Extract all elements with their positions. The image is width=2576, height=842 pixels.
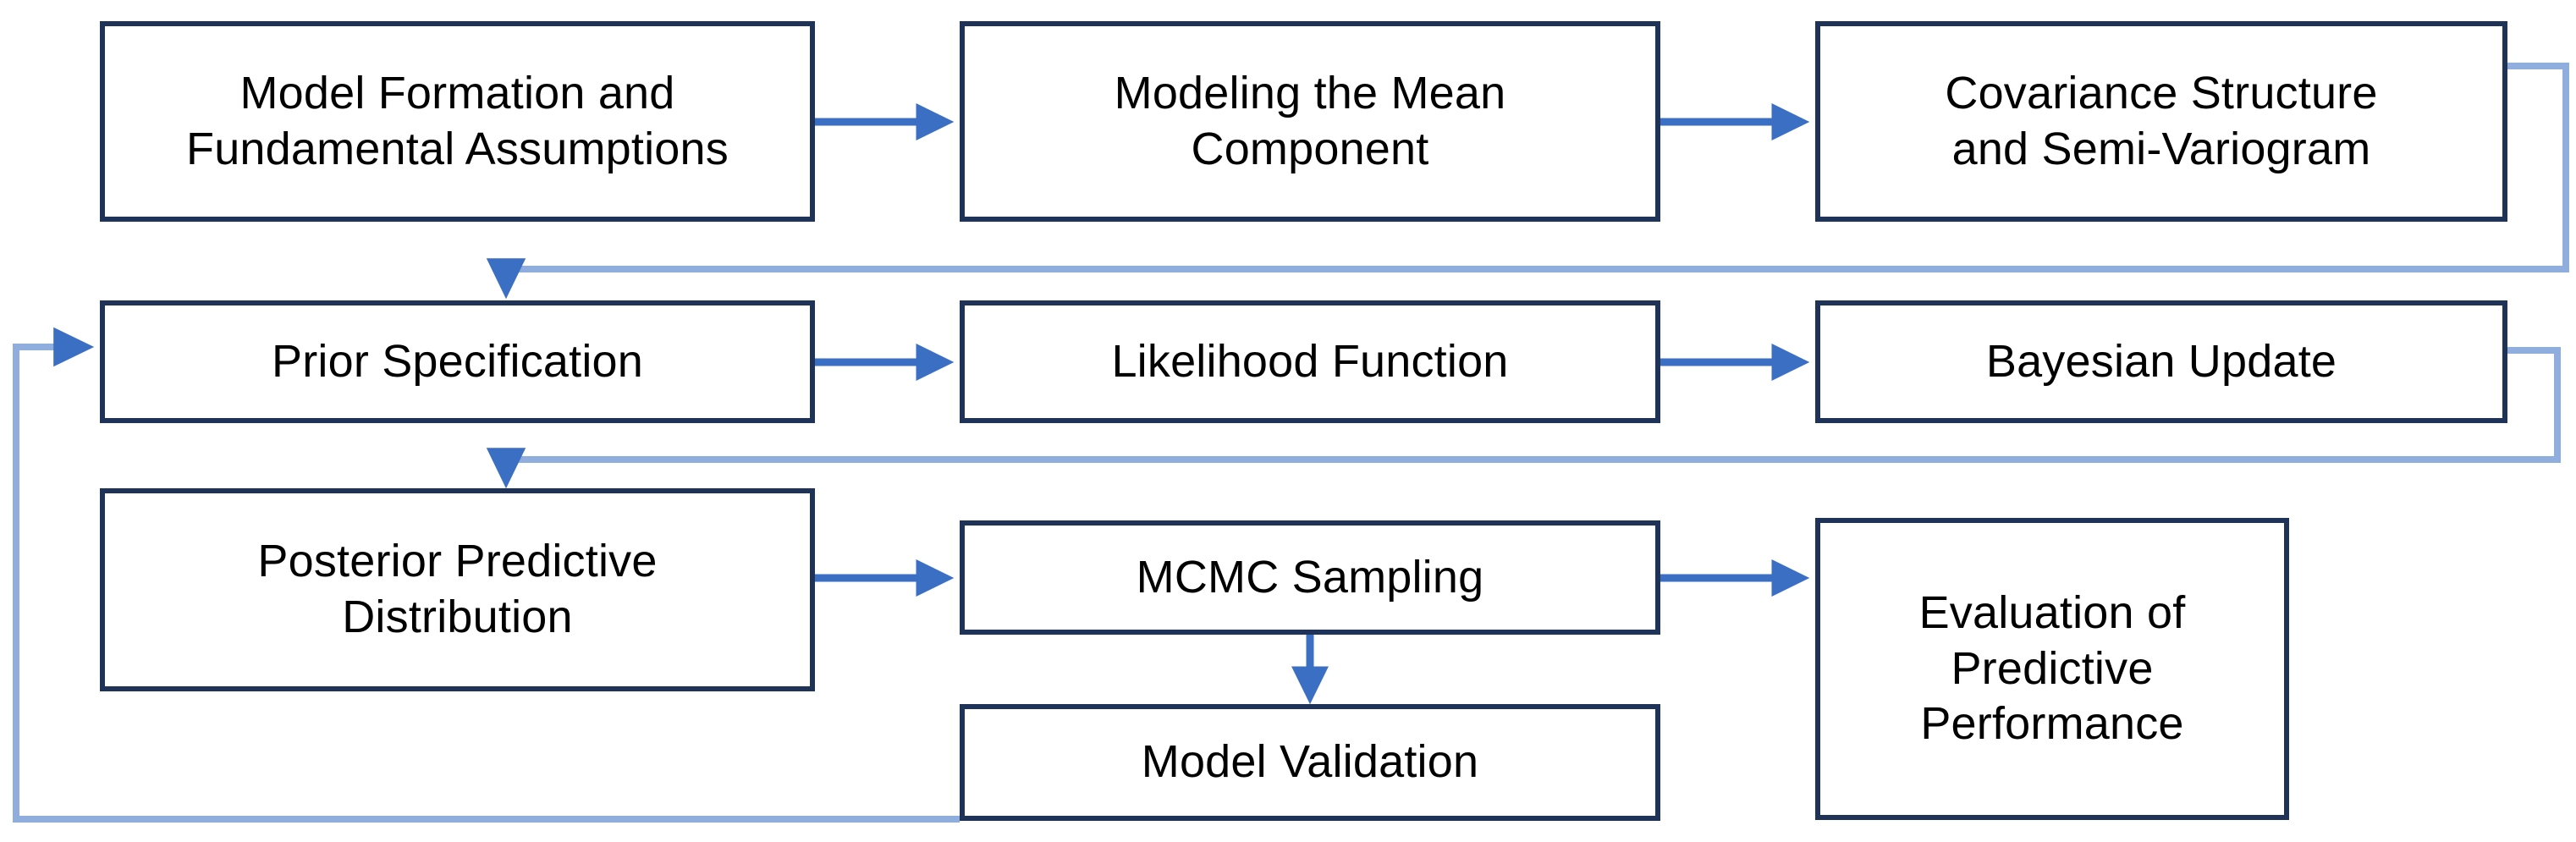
node-label-prior-specification: Prior Specification <box>272 335 643 387</box>
node-label-evaluation-predictive-performance: Evaluation of Predictive Performance <box>1918 586 2186 750</box>
node-evaluation-predictive-performance[interactable]: Evaluation of Predictive Performance <box>1815 518 2289 820</box>
node-likelihood-function[interactable]: Likelihood Function <box>960 300 1660 423</box>
node-model-validation[interactable]: Model Validation <box>960 704 1660 821</box>
node-mcmc-sampling[interactable]: MCMC Sampling <box>960 520 1660 635</box>
node-prior-specification[interactable]: Prior Specification <box>100 300 815 423</box>
node-label-modeling-mean-component: Modeling the Mean Component <box>1114 67 1506 174</box>
node-posterior-predictive-distribution[interactable]: Posterior Predictive Distribution <box>100 488 815 691</box>
node-model-formation[interactable]: Model Formation and Fundamental Assumpti… <box>100 21 815 222</box>
node-label-posterior-predictive-distribution: Posterior Predictive Distribution <box>257 536 658 642</box>
node-label-mcmc-sampling: MCMC Sampling <box>1136 551 1484 603</box>
node-covariance-structure[interactable]: Covariance Structure and Semi-Variogram <box>1815 21 2507 222</box>
node-label-covariance-structure: Covariance Structure and Semi-Variogram <box>1945 67 2378 174</box>
node-label-model-validation: Model Validation <box>1141 736 1479 788</box>
node-modeling-mean-component[interactable]: Modeling the Mean Component <box>960 21 1660 222</box>
node-label-model-formation: Model Formation and Fundamental Assumpti… <box>186 67 729 174</box>
node-bayesian-update[interactable]: Bayesian Update <box>1815 300 2507 423</box>
node-label-likelihood-function: Likelihood Function <box>1111 335 1509 387</box>
node-label-bayesian-update: Bayesian Update <box>1985 335 2337 387</box>
